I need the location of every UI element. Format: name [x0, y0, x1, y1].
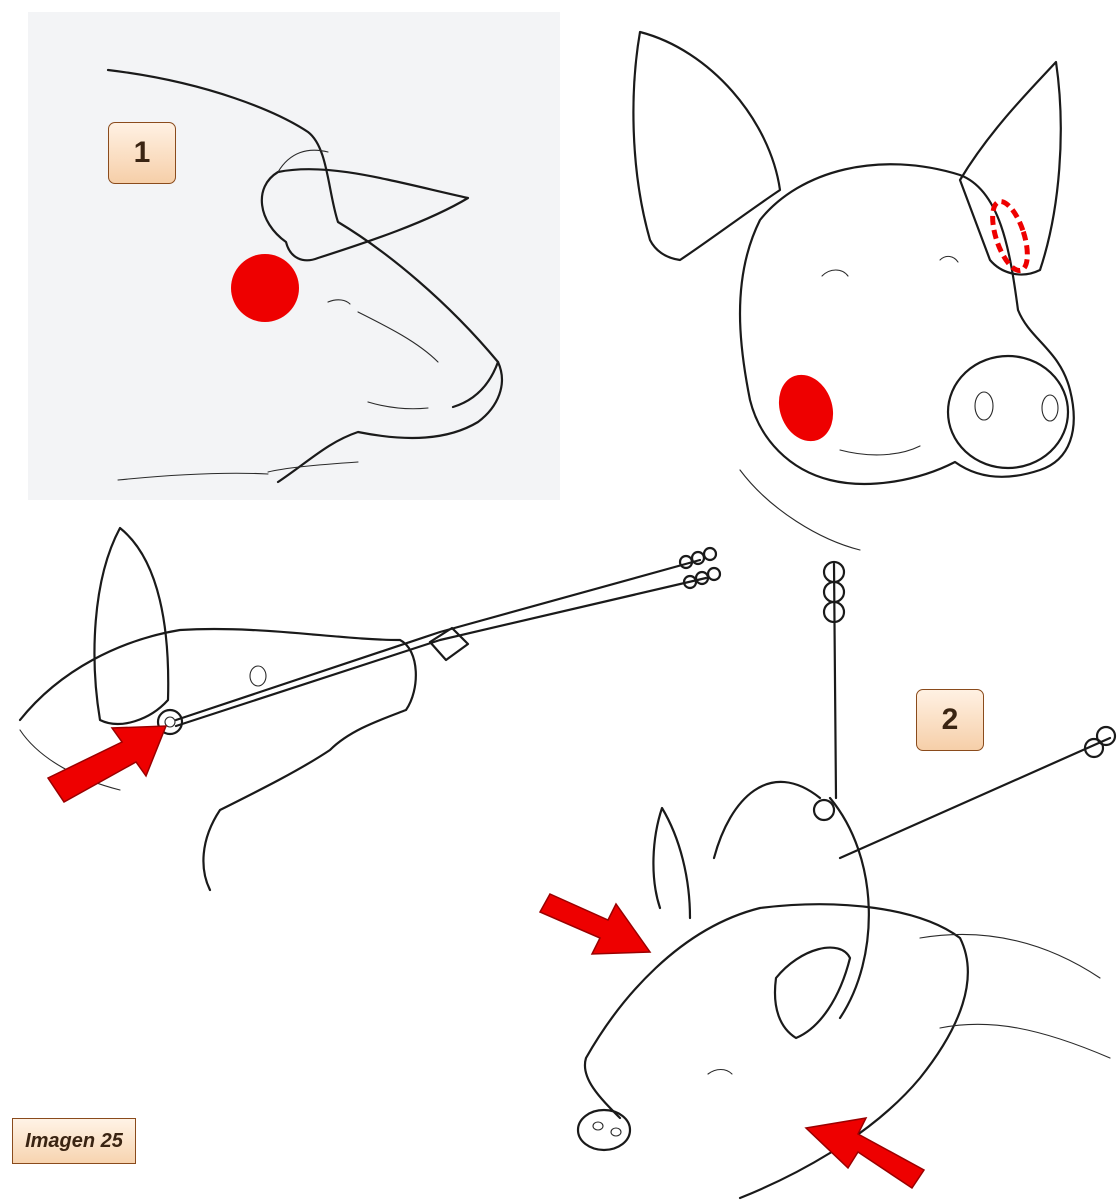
illustration-pig-front	[560, 10, 1118, 550]
stun-point-marker-cheek	[770, 367, 842, 449]
label-two: 2	[916, 689, 984, 751]
pig-front-drawing	[633, 32, 1073, 550]
stun-point-marker	[231, 254, 299, 322]
image-caption: Imagen 25	[12, 1118, 136, 1164]
arrow-pointer-forehead	[540, 894, 650, 954]
illustration-pig-side	[28, 12, 560, 500]
arrow-pointer-electrode	[48, 726, 166, 802]
pig-tongs-top-drawing	[578, 562, 1115, 1198]
illustration-pig-tongs-top	[540, 558, 1118, 1204]
label-one: 1	[108, 122, 176, 184]
